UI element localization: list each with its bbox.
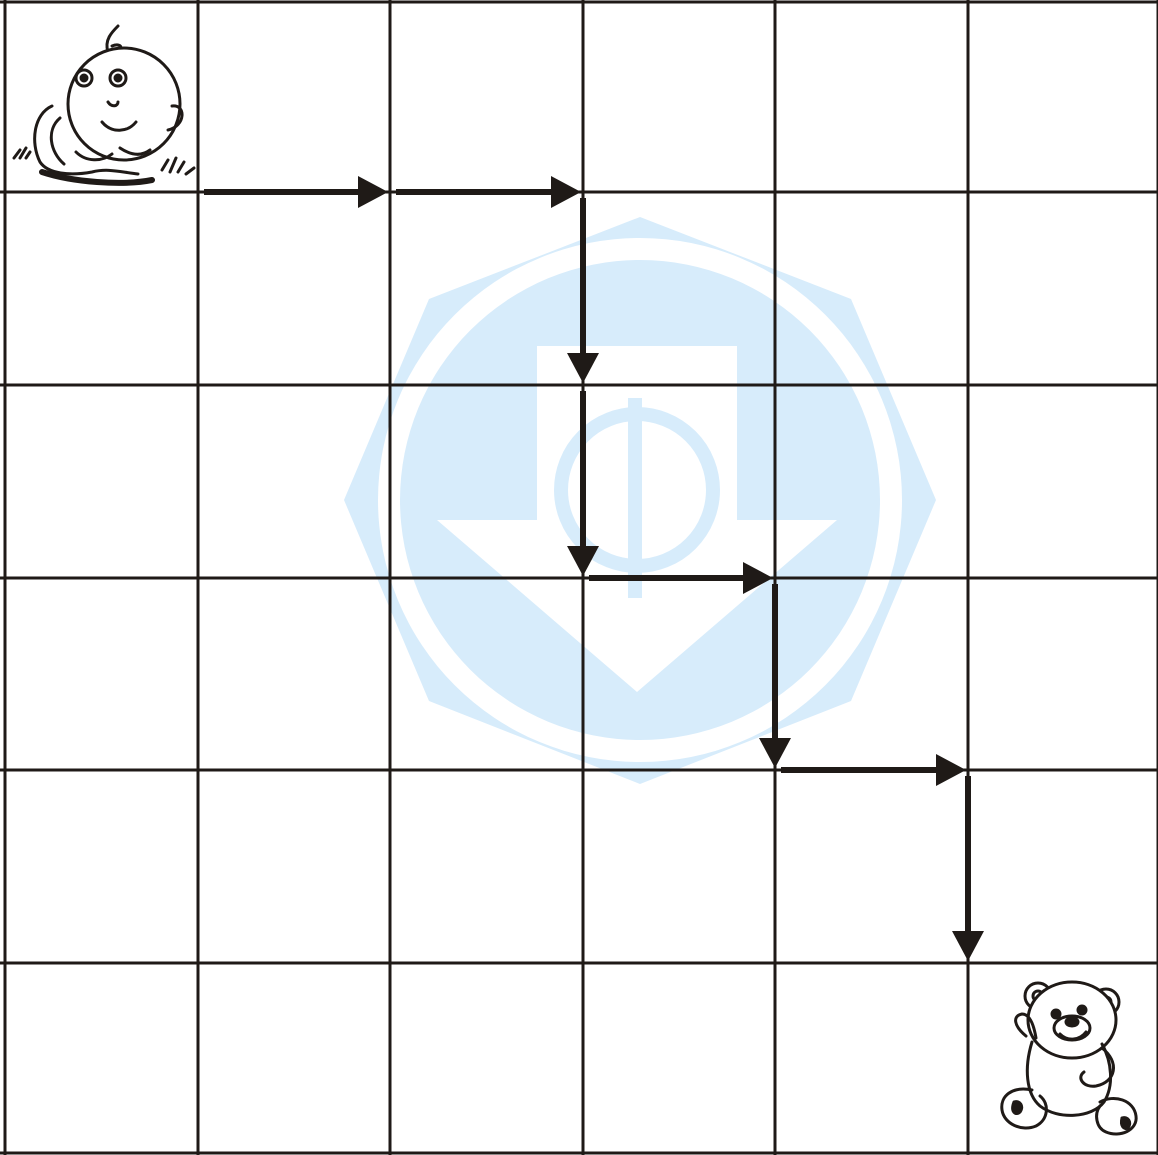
path-arrow-down [952, 776, 984, 961]
watermark-logo-icon [344, 217, 936, 784]
path-arrow-right [781, 754, 966, 786]
path-arrow-right [204, 176, 388, 208]
path-arrow-right [396, 176, 581, 208]
baby-icon [14, 26, 194, 183]
teddy-bear-icon [1002, 982, 1136, 1134]
